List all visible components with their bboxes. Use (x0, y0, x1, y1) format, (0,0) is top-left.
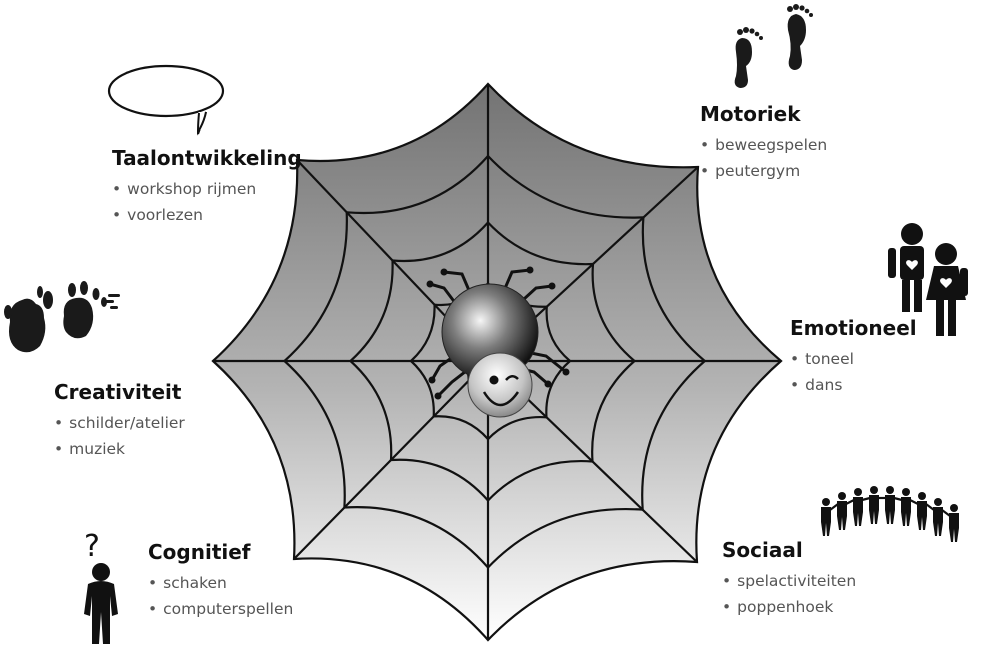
person-head (902, 488, 910, 496)
activity-label: beweegspelen (715, 136, 828, 154)
activity-label: computerspellen (163, 600, 294, 618)
category-title: Cognitief (148, 540, 251, 564)
activity-label: dans (805, 376, 843, 394)
activity-item: • workshop rijmen (112, 176, 302, 202)
activity-list: • toneel • dans (790, 346, 917, 398)
activity-item: • toneel (790, 346, 917, 372)
activity-list: • workshop rijmen • voorlezen (112, 176, 302, 228)
activity-item: • voorlezen (112, 202, 302, 228)
activity-item: • poppenhoek (722, 594, 856, 620)
bullet: • (722, 572, 732, 590)
person-body (917, 501, 927, 530)
person-body (933, 507, 943, 536)
bullet: • (54, 440, 64, 458)
person-body (885, 495, 895, 524)
activity-item: • beweegspelen (700, 132, 827, 158)
held-hands (845, 499, 855, 505)
person-head (870, 486, 878, 494)
person-head (934, 498, 942, 506)
activity-label: toneel (805, 350, 854, 368)
people-circle-icon (821, 486, 959, 542)
bullet: • (790, 350, 800, 368)
person-head (838, 492, 846, 500)
category-cognitief: Cognitief • schaken • computerspellen (148, 540, 293, 622)
activity-list: • schaken • computerspellen (148, 570, 293, 622)
activity-label: schilder/atelier (69, 414, 185, 432)
bullet: • (54, 414, 64, 432)
held-hands (861, 496, 871, 502)
category-title: Motoriek (700, 102, 801, 126)
category-sociaal: Sociaal • spelactiviteiten • poppenhoek (722, 538, 856, 620)
person-body (821, 507, 831, 536)
footprints-icon (734, 4, 813, 88)
activity-label: poppenhoek (737, 598, 834, 616)
person-body (869, 495, 879, 524)
person-head (854, 488, 862, 496)
held-hands (941, 509, 951, 517)
category-motoriek: Motoriek • beweegspelen • peutergym (700, 102, 827, 184)
speech-bubble-icon (107, 64, 225, 136)
bullet: • (112, 206, 122, 224)
activity-list: • beweegspelen • peutergym (700, 132, 827, 184)
category-title: Emotioneel (790, 316, 917, 340)
category-emotioneel: Emotioneel • toneel • dans (790, 316, 917, 398)
activity-label: workshop rijmen (127, 180, 257, 198)
held-hands (829, 503, 839, 511)
person-head (950, 504, 958, 512)
activity-label: peutergym (715, 162, 801, 180)
held-hands (893, 496, 903, 502)
activity-label: voorlezen (127, 206, 204, 224)
bullet: • (700, 162, 710, 180)
bullet: • (148, 574, 158, 592)
category-creativiteit: Creativiteit • schilder/atelier • muziek (54, 380, 185, 462)
held-hands (909, 499, 919, 505)
person-body (853, 497, 863, 526)
person-body (949, 513, 959, 542)
held-hands (925, 503, 935, 511)
person-body (837, 501, 847, 530)
handprints-icon (4, 281, 120, 353)
web-spoke (293, 360, 489, 560)
person-head (918, 492, 926, 500)
activity-label: muziek (69, 440, 126, 458)
activity-item: • schilder/atelier (54, 410, 185, 436)
activity-label: schaken (163, 574, 227, 592)
bullet: • (112, 180, 122, 198)
category-title: Taalontwikkeling (112, 146, 302, 170)
bullet: • (700, 136, 710, 154)
person-body (901, 497, 911, 526)
bullet: • (722, 598, 732, 616)
activity-list: • spelactiviteiten • poppenhoek (722, 568, 856, 620)
category-taalontwikkeling: Taalontwikkeling • workshop rijmen • voorl… (112, 146, 302, 228)
activity-item: • peutergym (700, 158, 827, 184)
activity-item: • schaken (148, 570, 293, 596)
category-title: Creativiteit (54, 380, 182, 404)
svg-text:?: ? (84, 529, 100, 564)
couple-hearts-icon (888, 223, 968, 336)
activity-item: • spelactiviteiten (722, 568, 856, 594)
bullet: • (148, 600, 158, 618)
bullet: • (790, 376, 800, 394)
category-title: Sociaal (722, 538, 803, 562)
activity-item: • muziek (54, 436, 185, 462)
activity-item: • dans (790, 372, 917, 398)
spider-icon (426, 266, 570, 418)
person-head (886, 486, 894, 494)
thinking-person-icon: ? (84, 529, 118, 644)
activity-label: spelactiviteiten (737, 572, 857, 590)
activity-item: • computerspellen (148, 596, 293, 622)
person-head (822, 498, 830, 506)
activity-list: • schilder/atelier • muziek (54, 410, 185, 462)
